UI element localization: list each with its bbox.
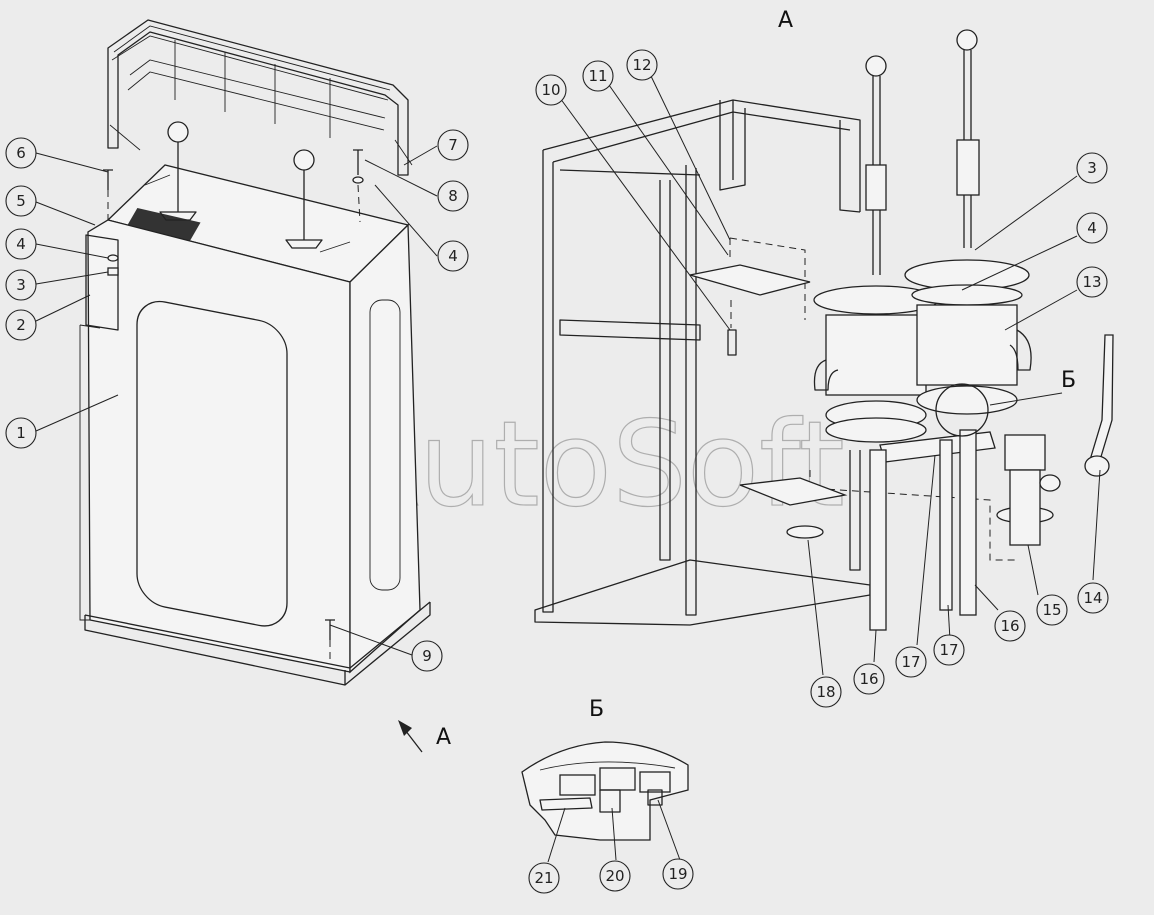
ring-18 xyxy=(786,525,824,539)
cabinet-base xyxy=(84,601,431,686)
svg-text:20: 20 xyxy=(605,867,624,885)
svg-text:5: 5 xyxy=(16,192,26,210)
bolt-9 xyxy=(325,619,335,640)
svg-text:4: 4 xyxy=(16,235,26,253)
cabinet-body xyxy=(87,219,351,673)
callout-4-left-a: 4 xyxy=(5,228,37,260)
bolt-8 xyxy=(353,149,363,175)
svg-text:6: 6 xyxy=(16,144,26,162)
svg-text:3: 3 xyxy=(16,276,26,294)
svg-text:11: 11 xyxy=(588,67,607,85)
callout-13: 13 xyxy=(1076,266,1108,298)
view-a-title: A xyxy=(778,8,793,33)
bolt-6 xyxy=(103,169,113,190)
callout-8: 8 xyxy=(437,180,469,212)
svg-text:7: 7 xyxy=(448,136,458,154)
callout-3-right: 3 xyxy=(1076,152,1108,184)
svg-text:21: 21 xyxy=(534,869,553,887)
callout-6: 6 xyxy=(5,137,37,169)
callout-4-left-b: 4 xyxy=(437,240,469,272)
callout-16-a: 16 xyxy=(994,610,1026,642)
callout-3-left: 3 xyxy=(5,269,37,301)
view-arrow-label: A xyxy=(436,725,451,750)
svg-text:8: 8 xyxy=(448,187,458,205)
lever-left xyxy=(159,121,197,221)
view-arrow-a xyxy=(398,720,423,753)
callout-9: 9 xyxy=(411,640,443,672)
callout-1: 1 xyxy=(5,417,37,449)
svg-text:10: 10 xyxy=(541,81,560,99)
callout-14: 14 xyxy=(1077,582,1109,614)
lever-right xyxy=(285,149,323,249)
pipe-16-left xyxy=(869,449,887,631)
frame xyxy=(534,99,871,626)
svg-text:16: 16 xyxy=(1000,617,1019,635)
svg-text:3: 3 xyxy=(1087,159,1097,177)
watermark-text: AutoSoft xyxy=(338,395,845,533)
svg-text:4: 4 xyxy=(448,247,458,265)
pipe-17-down xyxy=(939,439,953,611)
callout-19: 19 xyxy=(662,858,694,890)
leader-lines xyxy=(35,73,1101,863)
top-plate-label xyxy=(124,207,201,245)
detail-b-marker xyxy=(935,383,989,437)
callout-17-a: 17 xyxy=(933,634,965,666)
callout-21: 21 xyxy=(528,862,560,894)
pipe-16-right xyxy=(959,429,977,616)
cabinet-assembly xyxy=(79,19,431,753)
svg-text:17: 17 xyxy=(901,653,920,671)
view-a-assembly xyxy=(534,29,1114,631)
callout-12: 12 xyxy=(626,49,658,81)
svg-text:19: 19 xyxy=(668,865,687,883)
callout-18: 18 xyxy=(810,676,842,708)
svg-text:1: 1 xyxy=(16,424,26,442)
valve-left xyxy=(813,55,939,443)
callout-10: 10 xyxy=(535,74,567,106)
callout-16-b: 16 xyxy=(853,663,885,695)
callout-4-right: 4 xyxy=(1076,212,1108,244)
handle-rail xyxy=(107,19,413,176)
detail-b-ref-label: Б xyxy=(1061,368,1076,393)
callout-2: 2 xyxy=(5,309,37,341)
detail-b xyxy=(521,741,689,841)
callout-15: 15 xyxy=(1036,594,1068,626)
valve-right xyxy=(904,29,1032,415)
svg-text:16: 16 xyxy=(859,670,878,688)
callout-11: 11 xyxy=(582,60,614,92)
svg-text:12: 12 xyxy=(632,56,651,74)
callout-20: 20 xyxy=(599,860,631,892)
upper-bracket-outline xyxy=(729,237,806,320)
callout-5: 5 xyxy=(5,185,37,217)
callout-7: 7 xyxy=(437,129,469,161)
cabinet-window xyxy=(136,300,288,627)
detail-b-title: Б xyxy=(589,697,604,722)
svg-text:4: 4 xyxy=(1087,219,1097,237)
svg-text:15: 15 xyxy=(1042,601,1061,619)
svg-text:13: 13 xyxy=(1082,273,1101,291)
callout-17-b: 17 xyxy=(895,646,927,678)
svg-text:18: 18 xyxy=(816,683,835,701)
lever-14 xyxy=(1084,334,1114,477)
filter-15 xyxy=(996,434,1061,546)
svg-text:14: 14 xyxy=(1083,589,1102,607)
svg-text:9: 9 xyxy=(422,647,432,665)
cabinet-side xyxy=(349,223,421,674)
svg-text:17: 17 xyxy=(939,641,958,659)
svg-text:2: 2 xyxy=(16,316,26,334)
